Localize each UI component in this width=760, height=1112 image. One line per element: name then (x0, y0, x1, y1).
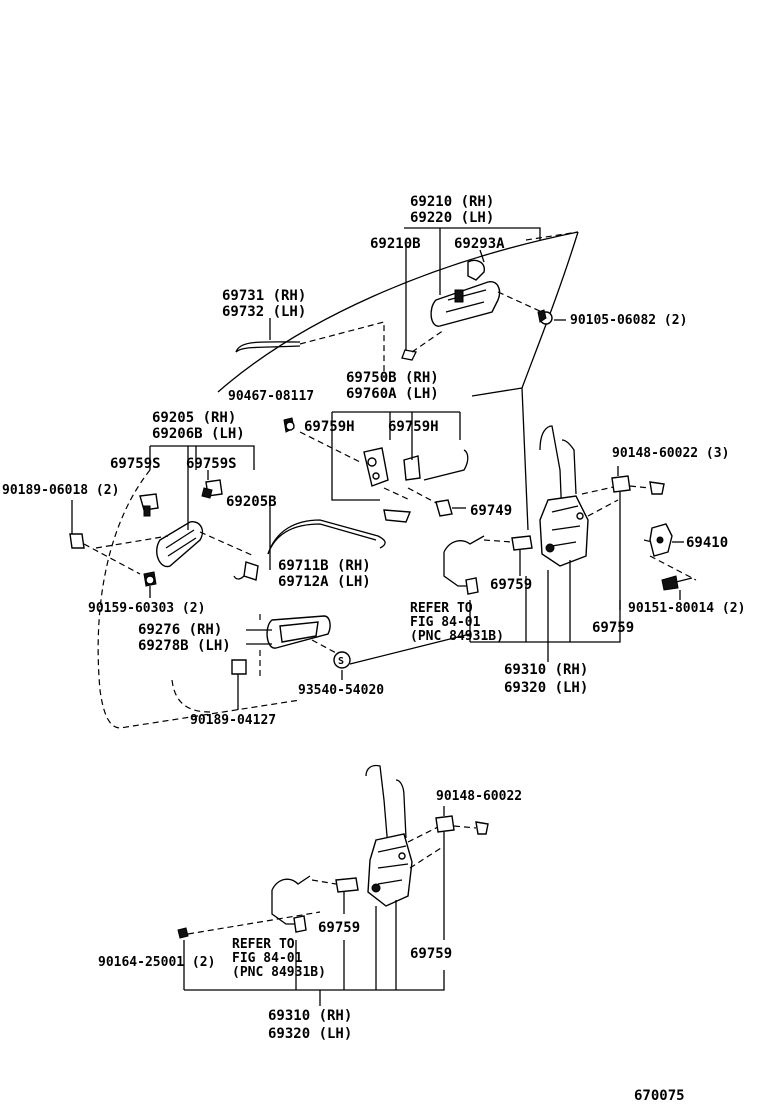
figure-number: 670075 (634, 1088, 685, 1104)
rod-69731 (235, 318, 385, 378)
inside-handle (95, 445, 271, 581)
label-69310-bottom: 69310 (RH) (268, 1008, 352, 1024)
bolt-90105 (537, 309, 566, 325)
refer1-line1: REFER TO (410, 601, 473, 616)
clip-90189 (69, 500, 141, 575)
label-69276: 69276 (RH) (138, 622, 222, 638)
label-69278B: 69278B (LH) (138, 638, 231, 654)
label-69320-top: 69320 (LH) (504, 680, 588, 696)
label-69711B: 69711B (RH) (278, 558, 371, 574)
label-69320-bottom: 69320 (LH) (268, 1026, 352, 1042)
label-69732: 69732 (LH) (222, 304, 306, 320)
label-90467: 90467-08117 (228, 389, 314, 404)
lock-control (299, 411, 469, 523)
striker-69410 (643, 523, 684, 557)
label-69310-top: 69310 (RH) (504, 662, 588, 678)
bracket-69310-bottom (184, 900, 445, 1006)
refer2-line3: (PNC 84931B) (232, 965, 326, 980)
bezel-69276 (231, 610, 331, 710)
label-90148-3: 90148-60022 (3) (612, 446, 729, 461)
label-69210: 69210 (RH) (410, 194, 494, 210)
screw-90151 (649, 555, 697, 600)
cable-69759-top (443, 535, 533, 595)
label-69759-c: 69759 (318, 920, 360, 936)
screw-93540: S (311, 633, 471, 680)
clip-90148-top (611, 466, 665, 610)
label-69759S-b: 69759S (186, 456, 237, 472)
label-69731: 69731 (RH) (222, 288, 306, 304)
label-69749: 69749 (470, 503, 512, 519)
label-69205: 69205 (RH) (152, 410, 236, 426)
refer1-line2: FIG 84-01 (410, 615, 481, 630)
label-69759S-a: 69759S (110, 456, 161, 472)
screw-90159 (143, 571, 157, 598)
bolt-90467 (283, 417, 295, 433)
refer2-line2: FIG 84-01 (232, 951, 303, 966)
door-outline (97, 231, 579, 729)
label-69759-b: 69759 (592, 620, 634, 636)
label-90164: 90164-25001 (2) (98, 955, 215, 970)
label-69760A: 69760A (LH) (346, 386, 439, 402)
label-69759-d: 69759 (410, 946, 452, 962)
screw-90164 (177, 911, 321, 990)
label-69410: 69410 (686, 535, 728, 551)
label-69206B: 69206B (LH) (152, 426, 245, 442)
label-69210B: 69210B (370, 236, 421, 252)
label-93540: 93540-54020 (298, 683, 384, 698)
lock-assembly-bottom (365, 764, 445, 907)
outside-handle (401, 227, 579, 361)
label-90159: 90159-60303 (2) (88, 601, 205, 616)
label-69759-a: 69759 (490, 577, 532, 593)
label-69759H-b: 69759H (388, 419, 439, 435)
label-90151: 90151-80014 (2) (628, 601, 745, 616)
label-69220: 69220 (LH) (410, 210, 494, 226)
label-90105: 90105-06082 (2) (570, 313, 687, 328)
rod-69711 (267, 519, 386, 555)
refer1-line3: (PNC 84931B) (410, 629, 504, 644)
label-69750B: 69750B (RH) (346, 370, 439, 386)
clip-90148-bottom (435, 806, 489, 940)
label-69293A: 69293A (454, 236, 505, 252)
svg-text:S: S (338, 656, 344, 667)
label-69712A: 69712A (LH) (278, 574, 371, 590)
label-90148-bottom: 90148-60022 (436, 789, 522, 804)
label-90189-04127: 90189-04127 (190, 713, 276, 728)
bracket-69310-top (469, 560, 621, 662)
label-69205B: 69205B (226, 494, 277, 510)
label-69759H-a: 69759H (304, 419, 355, 435)
refer2-line1: REFER TO (232, 937, 295, 952)
lock-assembly-top (539, 425, 619, 567)
label-90189-2: 90189-06018 (2) (2, 483, 119, 498)
